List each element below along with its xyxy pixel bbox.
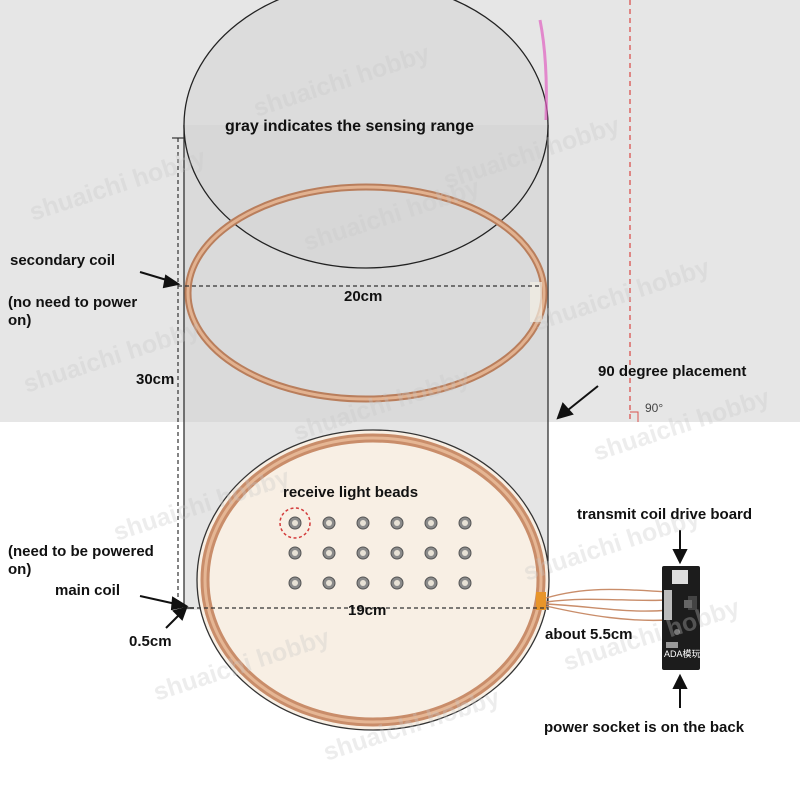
light-bead-lens [292,580,298,586]
height-label: 30cm [136,371,175,388]
board-brand-text: ADA模玩 [664,649,701,659]
light-bead-lens [326,580,332,586]
main-diameter-label: 19cm [348,602,387,619]
light-bead-lens [326,550,332,556]
light-bead-lens [462,550,468,556]
bead-highlight-circle [279,507,311,539]
light-bead-lens [292,520,298,526]
secondary-diameter-label: 20cm [344,288,383,305]
color-fringe [538,19,548,121]
need-power-note-line1: (need to be powered [8,543,154,560]
sensing-range-label: gray indicates the sensing range [225,118,474,135]
light-bead-lens [360,580,366,586]
light-bead-lens [360,550,366,556]
placement-label: 90 degree placement [598,363,747,380]
lead-length-label: about 5.5cm [545,626,633,643]
no-power-note-line1: (no need to power [8,294,138,311]
drive-board [662,566,700,670]
offset-label: 0.5cm [129,633,172,650]
arrow-offset [165,613,181,629]
light-bead-lens [360,520,366,526]
secondary-coil-label: secondary coil [10,252,116,269]
light-bead-lens [394,550,400,556]
light-bead-lens [394,580,400,586]
coil-joint [536,592,546,610]
light-bead-lens [462,580,468,586]
light-bead-lens [326,520,332,526]
light-bead-lens [394,520,400,526]
arrow-placement [567,385,599,411]
arrow-main-coil [139,595,177,605]
light-beads-grid [288,516,472,590]
coil-tape [530,282,542,322]
angle-label: 90° [645,401,664,415]
main-coil-label: main coil [55,582,121,599]
power-socket-label: power socket is on the back [544,719,745,736]
light-bead-lens [428,550,434,556]
light-bead-lens [462,520,468,526]
no-power-note-line2: on) [8,312,32,329]
light-bead-lens [428,520,434,526]
main-coil-disc [196,429,550,731]
light-bead-lens [428,580,434,586]
drive-board-label: transmit coil drive board [577,506,753,523]
lead-wires [545,588,669,622]
right-angle-mark [630,411,639,422]
light-bead-lens [292,550,298,556]
light-beads-label: receive light beads [283,484,419,501]
need-power-note-line2: on) [8,561,32,578]
